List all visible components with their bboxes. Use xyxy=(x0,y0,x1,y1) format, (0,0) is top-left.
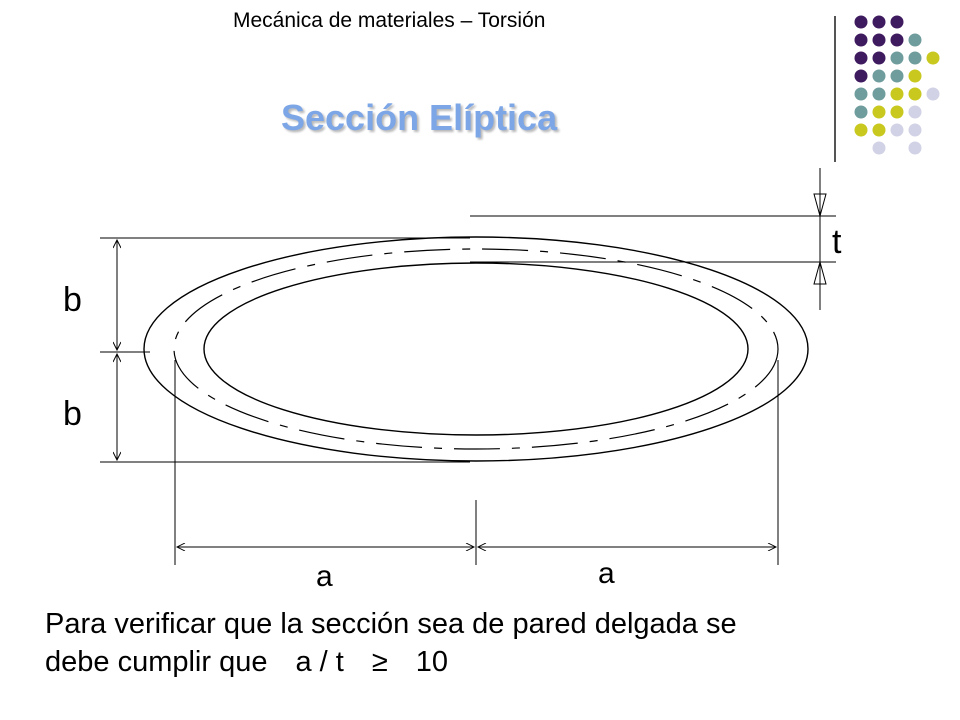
decoration-dot xyxy=(854,105,868,119)
decoration-dot xyxy=(908,69,922,83)
decoration-dot xyxy=(908,105,922,119)
decoration-dot xyxy=(854,87,868,101)
decoration-dot xyxy=(926,87,940,101)
dimension-label-a-left: a xyxy=(316,560,333,593)
decoration-dot xyxy=(872,69,886,83)
decoration-dot xyxy=(890,33,904,47)
arrow-t-bottom xyxy=(813,260,827,285)
decoration-dot xyxy=(926,51,940,65)
decoration-dot xyxy=(908,123,922,137)
decoration-dot xyxy=(854,15,868,29)
body-text: Para verificar que la sección sea de par… xyxy=(45,605,935,681)
formula-operator: ≥ xyxy=(371,646,388,678)
decoration-dot xyxy=(890,123,904,137)
decoration-dot xyxy=(890,87,904,101)
dimension-label-a-right: a xyxy=(598,557,615,590)
decoration-dot xyxy=(908,51,922,65)
decoration-dot xyxy=(872,51,886,65)
decoration-dot xyxy=(854,51,868,65)
decoration-dot xyxy=(890,69,904,83)
formula-rhs: 10 xyxy=(415,646,449,678)
dot-grid-icon xyxy=(854,15,940,155)
outer-ellipse xyxy=(143,236,809,462)
body-text-line-1: Para verificar que la sección sea de par… xyxy=(45,608,737,640)
decoration-dot xyxy=(872,141,886,155)
dimension-label-b-upper: b xyxy=(63,281,82,319)
decoration-dot xyxy=(908,33,922,47)
inner-ellipse xyxy=(203,262,749,436)
body-text-line-2: debe cumplir que a / t ≥10 xyxy=(45,643,935,681)
decoration-dot xyxy=(854,123,868,137)
decoration-dot xyxy=(872,33,886,47)
midline-ellipse xyxy=(173,248,779,450)
dimension-label-b-lower: b xyxy=(63,395,82,433)
decoration-dot xyxy=(872,15,886,29)
decoration-dot xyxy=(872,105,886,119)
arrow-t-top xyxy=(813,193,827,218)
decoration-dot xyxy=(890,15,904,29)
dimension-label-t: t xyxy=(832,223,842,261)
decoration-dot xyxy=(854,69,868,83)
slide-title: Sección Elíptica xyxy=(281,97,558,138)
decoration-dot xyxy=(890,51,904,65)
header-divider xyxy=(834,16,836,162)
decoration-dot xyxy=(908,87,922,101)
body-text-line-2-prefix: debe cumplir que xyxy=(45,646,268,678)
decoration-dot xyxy=(872,87,886,101)
decoration-dot xyxy=(872,123,886,137)
slide-header: Mecánica de materiales – Torsión xyxy=(233,9,546,32)
decoration-dot xyxy=(908,141,922,155)
formula-lhs: a / t xyxy=(295,646,344,678)
decoration-dot xyxy=(854,33,868,47)
decoration-dot xyxy=(890,105,904,119)
